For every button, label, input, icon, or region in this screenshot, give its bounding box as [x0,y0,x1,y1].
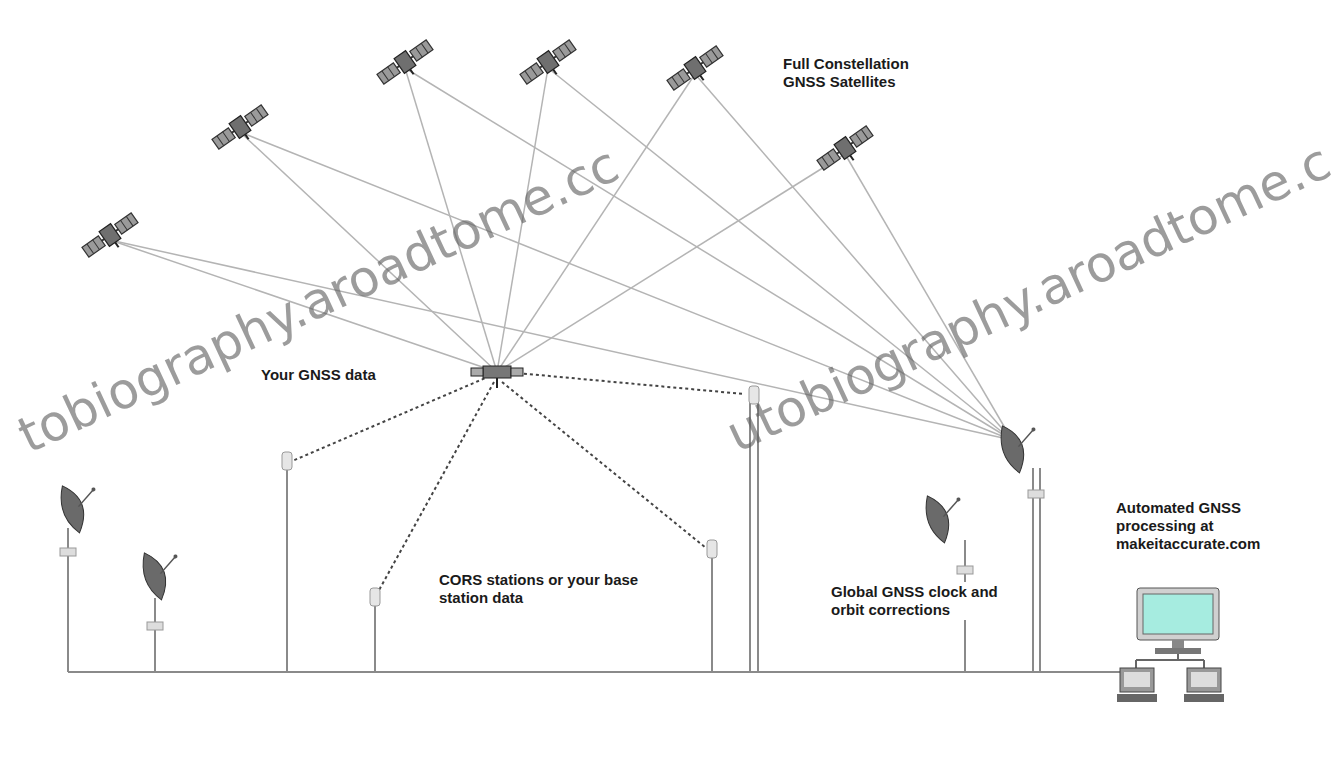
rover-label: Your GNSS data [258,365,379,385]
stations-label: CORS stations or your base station data [436,570,647,608]
watermark: utobiography.aroadtome.c [718,133,1339,462]
watermark: tobiography.aroadtome.cc [10,136,627,463]
corrections-label: Global GNSS clock and orbit corrections [828,582,1009,620]
satellites-label: Full Constellation GNSS Satellites [780,54,944,92]
processing-label: Automated GNSS processing at makeitaccur… [1113,498,1309,554]
